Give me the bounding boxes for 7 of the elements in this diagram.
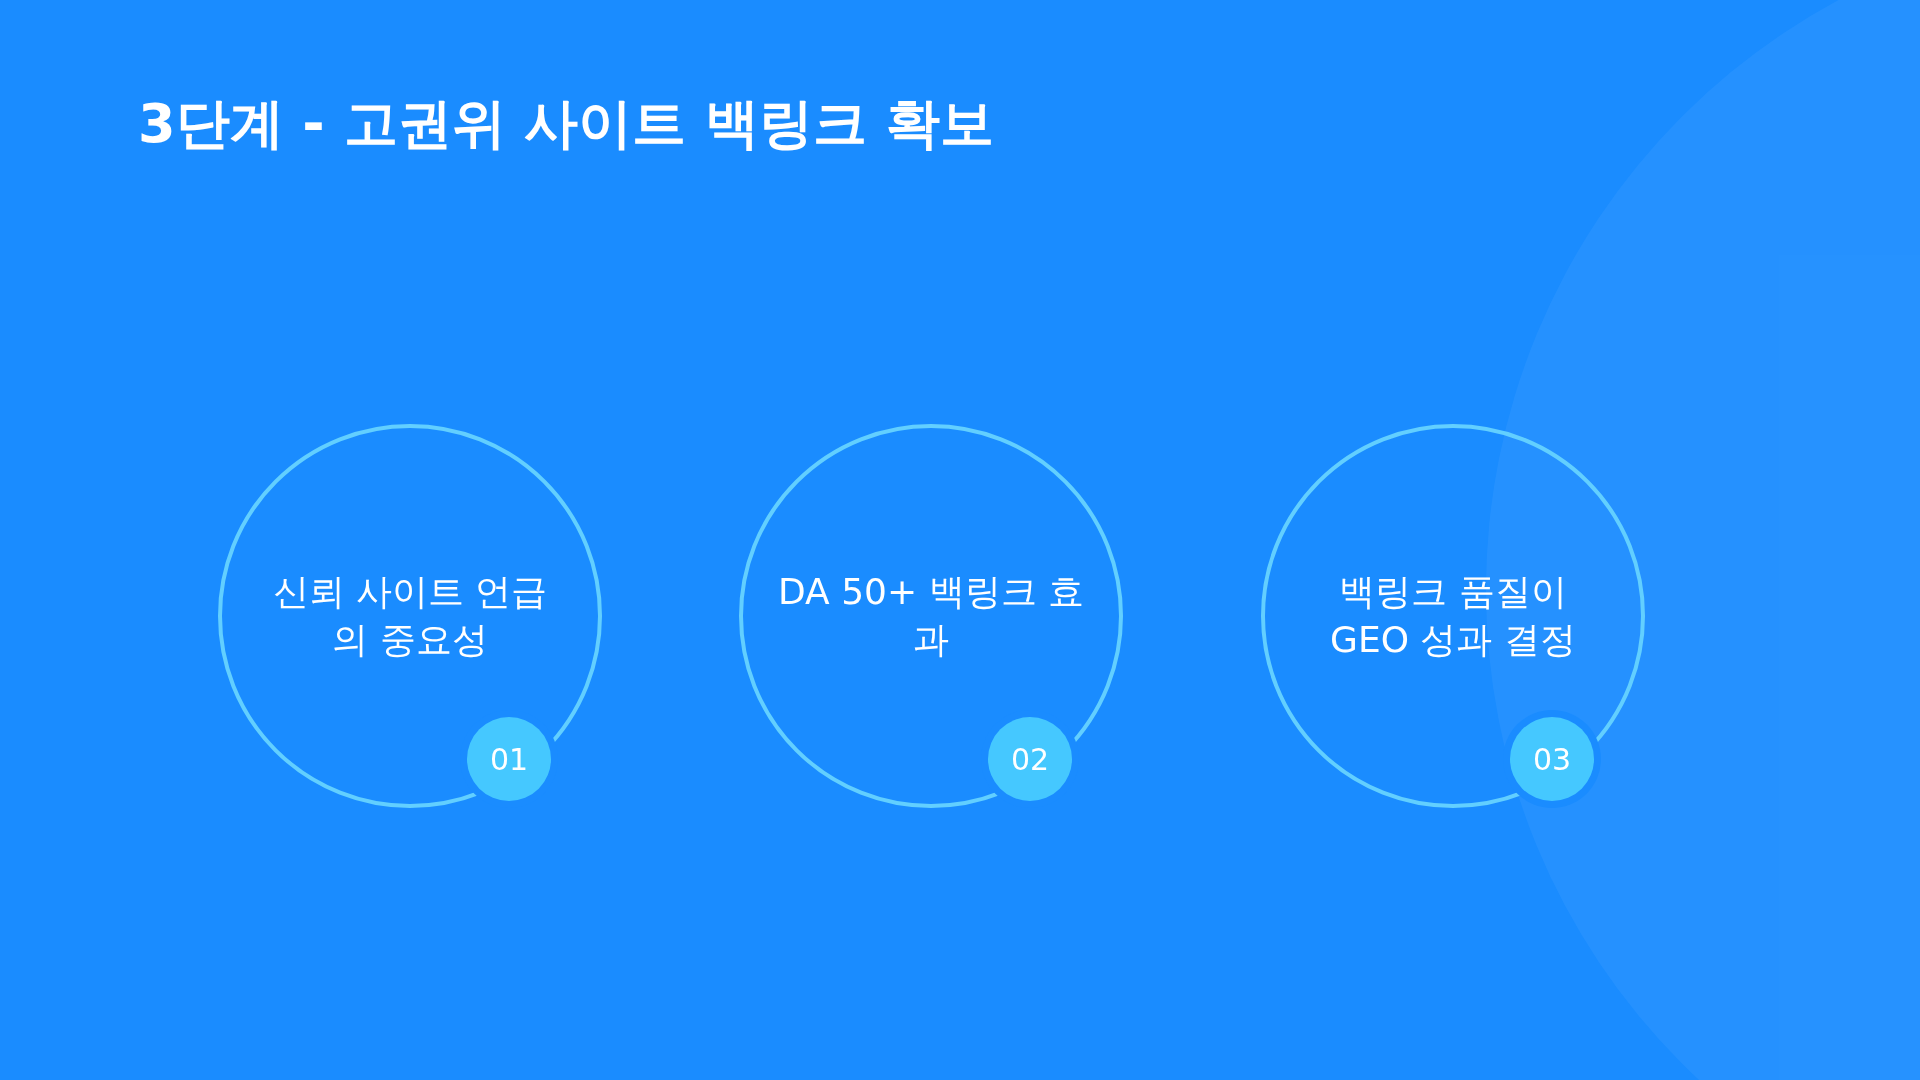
outline-circle	[1261, 424, 1645, 808]
outline-circle	[218, 424, 602, 808]
circle-label: DA 50+ 백링크 효과	[777, 570, 1085, 662]
slide-title: 3단계 - 고권위 사이트 백링크 확보	[138, 91, 994, 157]
circle-label: 백링크 품질이 GEO 성과 결정	[1329, 570, 1577, 662]
circle-label: 신뢰 사이트 언급의 중요성	[271, 570, 549, 662]
outline-circle	[739, 424, 1123, 808]
